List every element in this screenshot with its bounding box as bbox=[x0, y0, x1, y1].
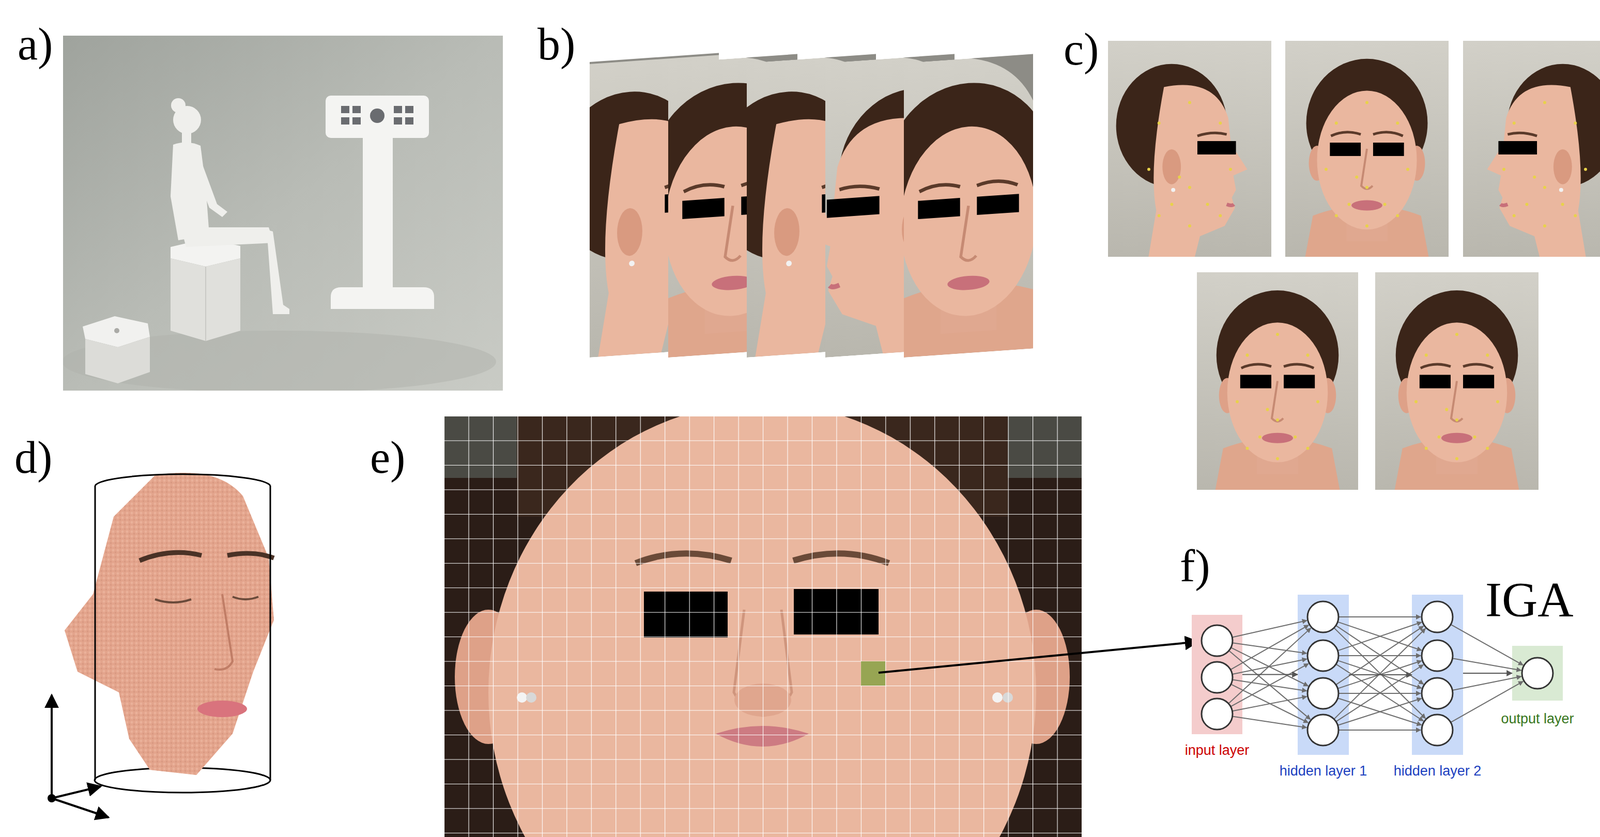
image-stack bbox=[542, 50, 1081, 361]
layer-band: input layer bbox=[1191, 614, 1243, 735]
mesh-line bbox=[1337, 660, 1422, 689]
mesh-line bbox=[1335, 664, 1424, 722]
mesh-line bbox=[1338, 616, 1421, 618]
landmark-photos bbox=[1107, 40, 1600, 490]
mesh-line bbox=[1335, 626, 1424, 686]
mesh-line bbox=[1337, 698, 1422, 726]
leader-arrow bbox=[878, 641, 1198, 673]
mesh-line bbox=[1231, 647, 1309, 686]
mesh-line bbox=[1452, 658, 1522, 671]
mesh-line bbox=[1232, 620, 1307, 638]
mesh-line bbox=[1228, 650, 1311, 720]
mesh-line bbox=[1228, 628, 1311, 704]
panel-letter: a) bbox=[17, 19, 53, 70]
neuron bbox=[1201, 625, 1233, 657]
layer-name: hidden layer 1 bbox=[1279, 763, 1368, 780]
mesh-line bbox=[1230, 663, 1309, 707]
mesh-line bbox=[1333, 628, 1426, 720]
neuron bbox=[1421, 714, 1453, 746]
mesh-line bbox=[1337, 698, 1422, 726]
layer-name: input layer bbox=[1185, 742, 1250, 759]
point-cloud bbox=[47, 472, 274, 818]
neuron bbox=[1421, 678, 1453, 710]
neuron bbox=[1421, 640, 1453, 672]
label-holder: IGA bbox=[1485, 572, 1574, 628]
label-holder: c) bbox=[1063, 24, 1099, 75]
neuron bbox=[1307, 714, 1339, 746]
label-holder: a) bbox=[17, 19, 53, 70]
neuron bbox=[1307, 640, 1339, 672]
neuron bbox=[1201, 662, 1233, 694]
neuron bbox=[1201, 698, 1233, 730]
neuron bbox=[1521, 657, 1553, 689]
label-holder: e) bbox=[370, 433, 406, 484]
mesh-line bbox=[1450, 624, 1523, 666]
label-holder: b) bbox=[537, 19, 576, 70]
scanner-photo bbox=[63, 35, 503, 391]
neuron bbox=[1307, 601, 1339, 633]
layer-band: hidden layer 2 bbox=[1411, 594, 1464, 756]
mesh-line bbox=[1337, 622, 1422, 651]
layer-band: output layer bbox=[1512, 645, 1563, 701]
label-holder: f) bbox=[1179, 541, 1211, 592]
layer-band: hidden layer 1 bbox=[1297, 594, 1349, 756]
mesh-line bbox=[1232, 696, 1307, 712]
panel-letter: c) bbox=[1063, 24, 1099, 75]
neuron bbox=[1421, 601, 1453, 633]
mesh-line bbox=[1337, 660, 1422, 689]
mesh-line bbox=[1230, 625, 1309, 670]
mesh-line bbox=[1232, 716, 1307, 728]
mesh-line bbox=[1232, 642, 1307, 654]
panel-letter: b) bbox=[537, 19, 576, 70]
layer-name: output layer bbox=[1500, 711, 1574, 728]
layer-connector bbox=[1463, 672, 1513, 674]
layer-name: hidden layer 2 bbox=[1393, 763, 1482, 780]
mesh-line bbox=[1338, 729, 1421, 731]
layer-connector bbox=[1242, 674, 1298, 676]
panel-letter: d) bbox=[14, 433, 53, 484]
panel-letter: e) bbox=[370, 433, 406, 484]
label-holder: d) bbox=[14, 433, 53, 484]
output-name: IGA bbox=[1485, 572, 1574, 628]
gridded-face-photo bbox=[443, 416, 1082, 837]
panel-letter: f) bbox=[1179, 541, 1211, 592]
neuron bbox=[1307, 678, 1339, 710]
layer-connector bbox=[1348, 674, 1412, 676]
